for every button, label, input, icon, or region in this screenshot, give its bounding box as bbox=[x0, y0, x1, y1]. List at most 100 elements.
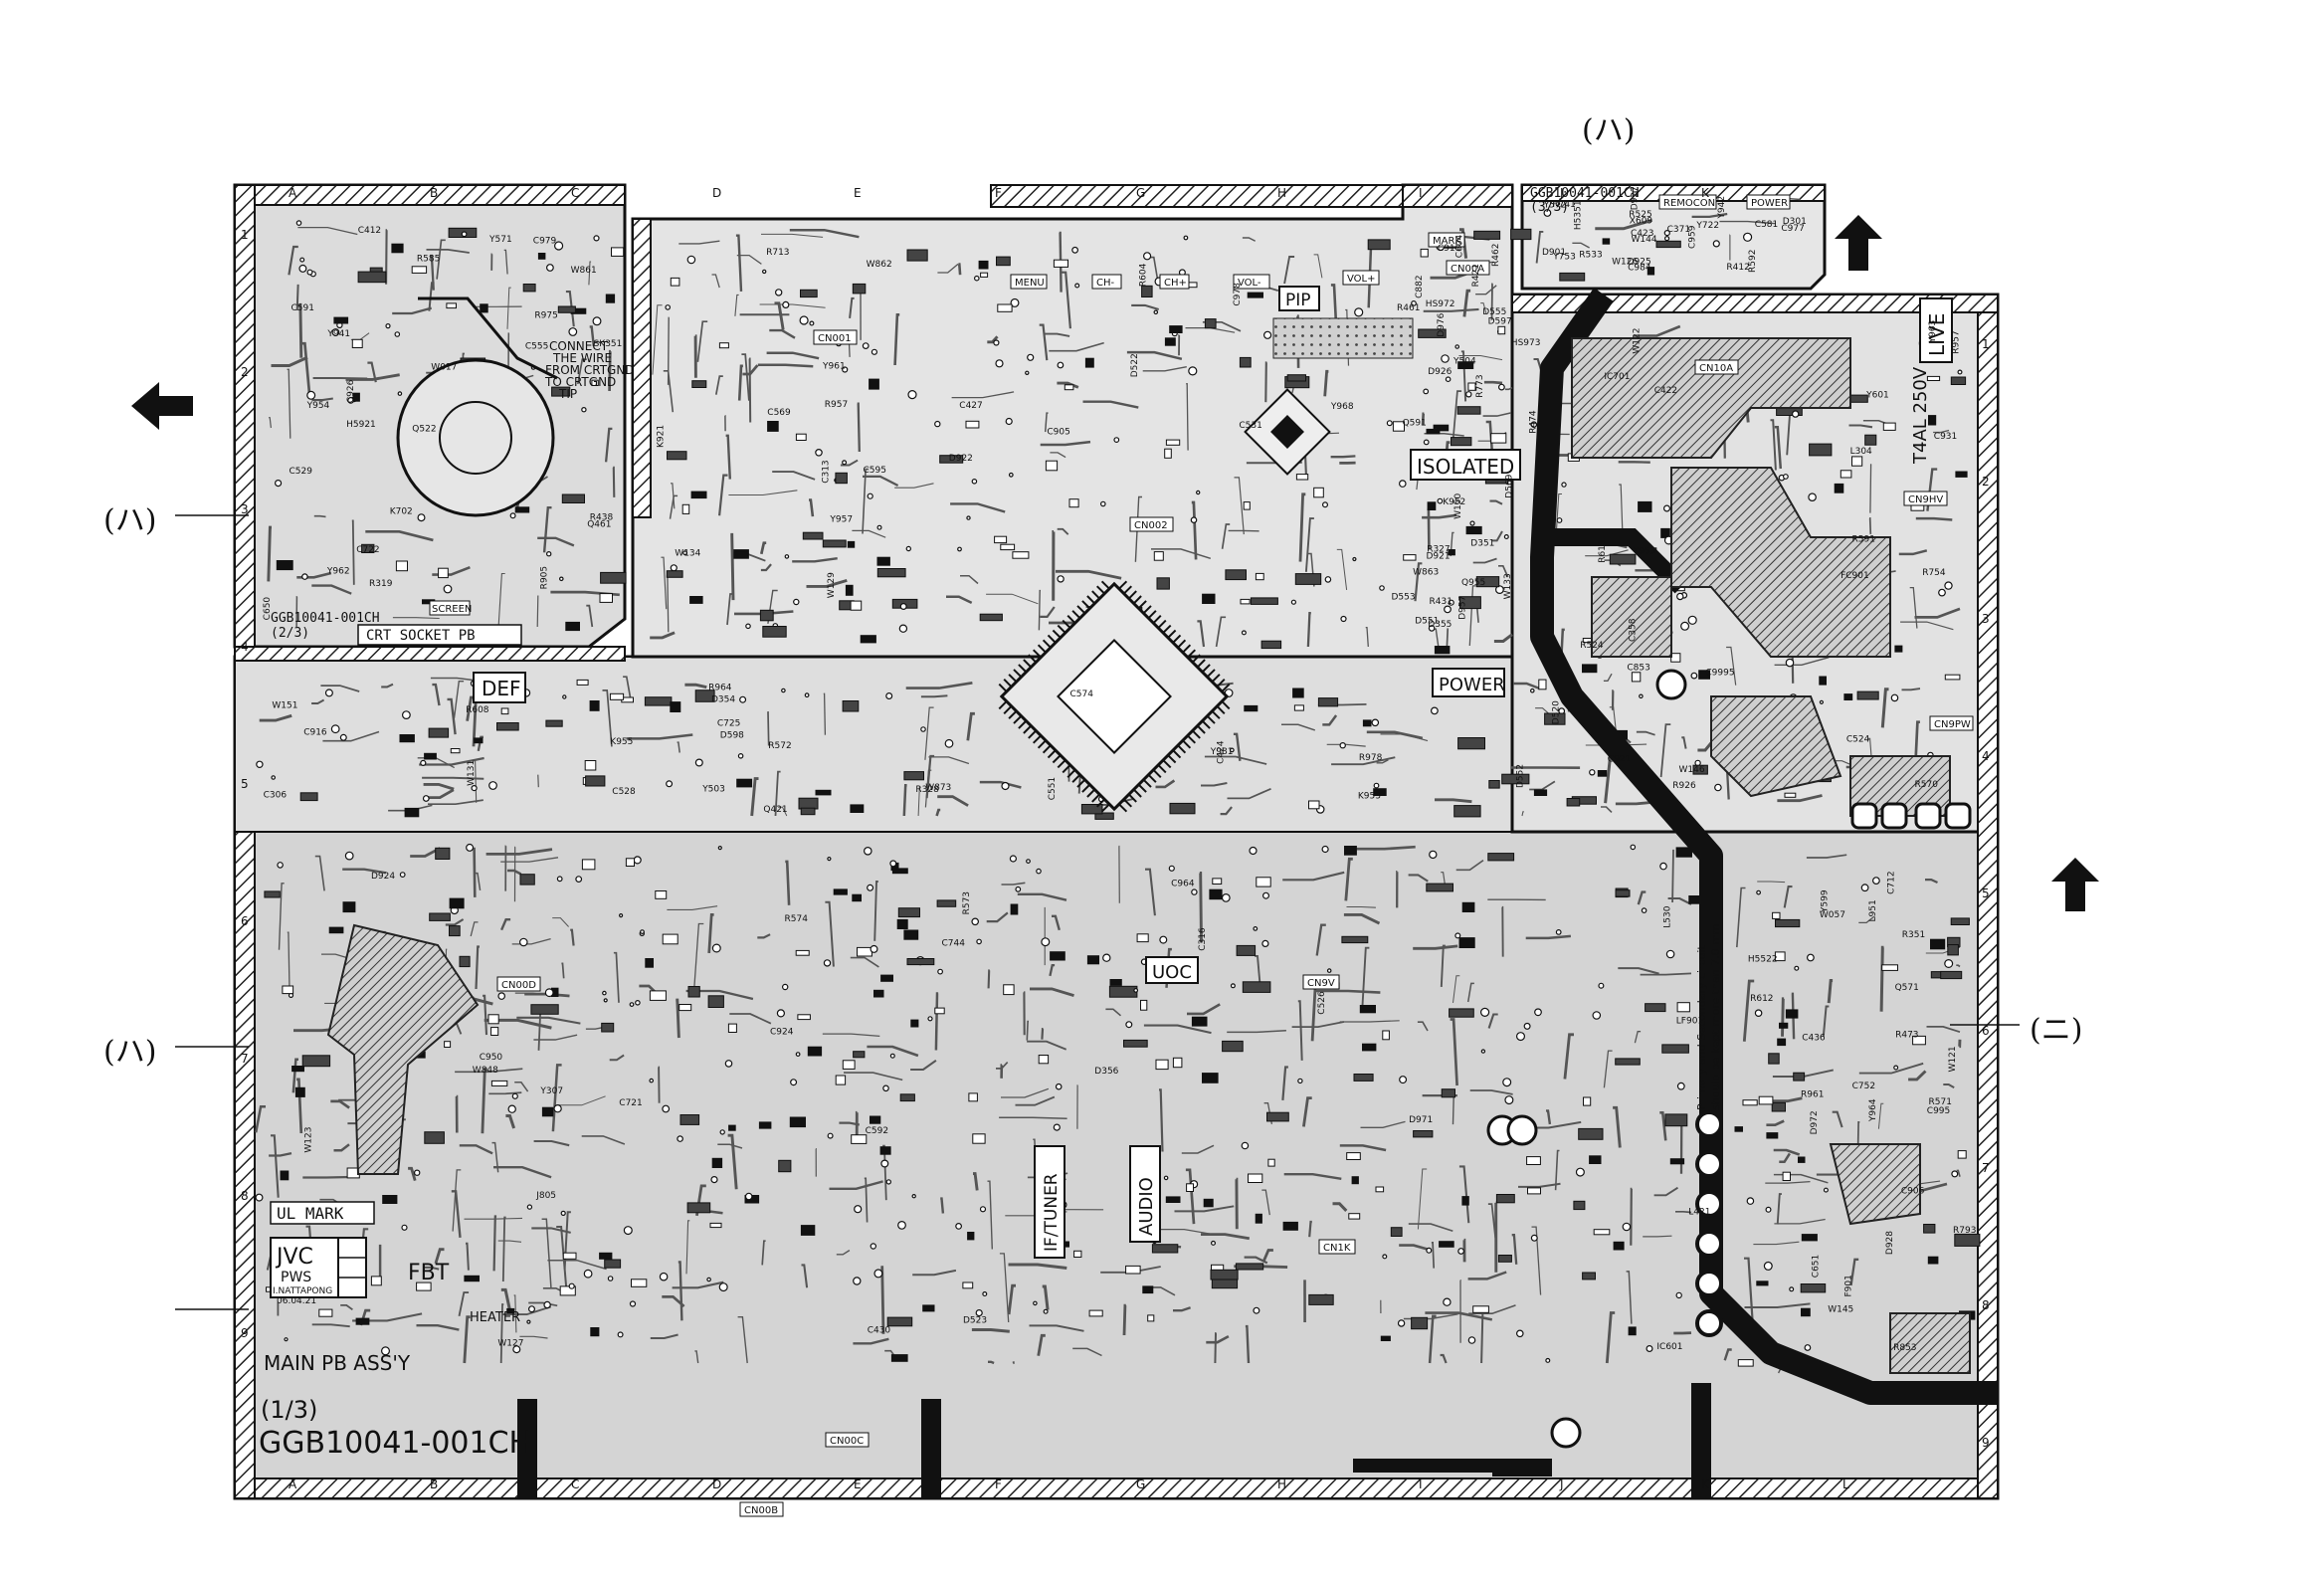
ref-c744: C744 bbox=[942, 938, 966, 948]
jvc-logo: JVC bbox=[275, 1245, 313, 1270]
svg-text:VOL+: VOL+ bbox=[1347, 274, 1376, 285]
hatched-border bbox=[234, 184, 1999, 1499]
pip-ic bbox=[1244, 388, 1331, 476]
ref-y953: Y953 bbox=[1633, 547, 1656, 557]
ref-r524: R524 bbox=[1580, 641, 1604, 651]
ref-r525: R525 bbox=[1629, 210, 1651, 220]
callout-left-upper: (ハ) bbox=[103, 503, 157, 538]
svg-text:CONNECT: CONNECT bbox=[549, 339, 609, 353]
grid-col-e: E bbox=[854, 1478, 862, 1491]
grid-markers: AABBCCDDEEFFGGHHIIJJKKL11223344556677889… bbox=[241, 186, 1990, 1491]
ref-w861: W861 bbox=[571, 266, 597, 276]
ref-d351: D351 bbox=[1470, 538, 1494, 548]
ref-c906: C906 bbox=[1901, 1186, 1925, 1196]
ref-w862: W862 bbox=[867, 260, 892, 270]
ref-r957: R957 bbox=[1952, 330, 1962, 353]
svg-text:FROM CRTGND: FROM CRTGND bbox=[545, 363, 635, 377]
ref-r474: R474 bbox=[1529, 410, 1539, 434]
svg-text:CN10A: CN10A bbox=[1699, 363, 1733, 374]
ref-c436: C436 bbox=[1802, 1034, 1826, 1044]
ref-lf901: LF901 bbox=[1676, 1017, 1703, 1027]
ref-r713: R713 bbox=[766, 248, 789, 258]
ref-y753: Y753 bbox=[1552, 252, 1576, 262]
component-pads bbox=[255, 209, 1981, 1367]
ref-d520: D520 bbox=[1552, 700, 1562, 724]
grid-row-right-8: 8 bbox=[1982, 1298, 1990, 1312]
ref-c916: C916 bbox=[303, 727, 327, 737]
ref-c950: C950 bbox=[480, 1053, 503, 1063]
grid-row-right-9: 9 bbox=[1982, 1436, 1990, 1450]
connector-cn9v: CN9V bbox=[1302, 974, 1340, 990]
ref-c651: C651 bbox=[1811, 1255, 1821, 1278]
pws-label: PWS bbox=[281, 1270, 311, 1285]
grid-row-right-1: 1 bbox=[1982, 337, 1990, 351]
top-sheet: (3/3) bbox=[1530, 200, 1569, 215]
connector-cn002: CN002 bbox=[1129, 516, 1174, 532]
ref-l951: L951 bbox=[1868, 899, 1878, 921]
arrow-up-top-icon bbox=[1835, 215, 1882, 271]
grid-row-right-2: 2 bbox=[1982, 475, 1990, 489]
ref-c371: C371 bbox=[1667, 225, 1690, 235]
ref-d553: D553 bbox=[1392, 593, 1416, 603]
ref-r773: R773 bbox=[1475, 374, 1485, 397]
ref-d901: D901 bbox=[1542, 248, 1566, 258]
ref-y601: Y601 bbox=[1865, 390, 1889, 400]
grid-col-l: L bbox=[1842, 1478, 1849, 1491]
ref-r853: R853 bbox=[1893, 1343, 1916, 1353]
ref-c722: C722 bbox=[356, 545, 379, 555]
main-ic-uoc bbox=[998, 580, 1231, 813]
ref-y957: Y957 bbox=[829, 514, 853, 524]
ref-hs972: HS972 bbox=[1426, 299, 1455, 309]
svg-text:CN002: CN002 bbox=[1134, 520, 1168, 531]
ref-r592: R592 bbox=[1748, 250, 1758, 273]
connector-cn00d: CN00D bbox=[496, 976, 541, 992]
ref-d598: D598 bbox=[720, 730, 744, 740]
svg-text:CN00A: CN00A bbox=[1451, 264, 1484, 275]
ref-q461: Q461 bbox=[587, 519, 611, 529]
ref-k952: K952 bbox=[1443, 497, 1465, 507]
ref-c712: C712 bbox=[1887, 871, 1897, 893]
ref-k955: K955 bbox=[610, 737, 633, 747]
ref-r571: R571 bbox=[1929, 1097, 1952, 1107]
ref-c9995: C9995 bbox=[1705, 669, 1734, 679]
ref-c905: C905 bbox=[1047, 428, 1069, 438]
ref-c412: C412 bbox=[358, 226, 381, 236]
ref-c423: C423 bbox=[1631, 229, 1653, 239]
ref-y963: Y963 bbox=[1928, 320, 1938, 344]
ref-d569: D569 bbox=[1505, 474, 1515, 497]
ref-c358: C358 bbox=[1629, 618, 1639, 642]
ref-c725: C725 bbox=[717, 718, 740, 728]
grid-col-c: C bbox=[571, 1478, 579, 1491]
pip-label: PIP bbox=[1285, 291, 1311, 310]
grid-row-6: 6 bbox=[241, 914, 249, 928]
uoc-label: UOC bbox=[1152, 962, 1192, 983]
ref-r327: R327 bbox=[1427, 545, 1450, 555]
grid-col-j: J bbox=[1559, 1478, 1564, 1491]
ref-k702: K702 bbox=[390, 506, 413, 516]
ref-l530: L530 bbox=[1663, 905, 1673, 927]
connector-cn9hv: CN9HV bbox=[1903, 491, 1948, 506]
connector-mark: MARK bbox=[1428, 232, 1465, 248]
ref-d976: D976 bbox=[1437, 312, 1447, 336]
ref-c313: C313 bbox=[822, 460, 832, 483]
ref-c604: C604 bbox=[1454, 234, 1464, 258]
ref-h5921: H5921 bbox=[346, 420, 376, 430]
ref-y572: Y572 bbox=[1543, 201, 1567, 211]
grid-row-1: 1 bbox=[241, 228, 249, 242]
ref-r964: R964 bbox=[708, 684, 732, 693]
top-part-number: GGB10041-001CH bbox=[1530, 186, 1640, 201]
ref-d522: D522 bbox=[1130, 353, 1140, 377]
ref-d301: D301 bbox=[1783, 217, 1807, 227]
connector-vol-: VOL- bbox=[1233, 274, 1270, 290]
grid-col-h: H bbox=[1277, 1478, 1286, 1491]
ref-y307: Y307 bbox=[539, 1086, 563, 1096]
arrow-left-icon bbox=[131, 382, 193, 430]
svg-text:CN001: CN001 bbox=[818, 333, 852, 344]
svg-text:CN9HV: CN9HV bbox=[1908, 494, 1943, 505]
ref-c931: C931 bbox=[1934, 432, 1957, 442]
grid-col-f: F bbox=[995, 1478, 1002, 1491]
svg-text:POWER: POWER bbox=[1751, 198, 1788, 209]
ref-c921: C921 bbox=[1608, 755, 1631, 765]
ref-r351: R351 bbox=[1902, 930, 1925, 940]
ref-r412: R412 bbox=[1726, 263, 1749, 273]
